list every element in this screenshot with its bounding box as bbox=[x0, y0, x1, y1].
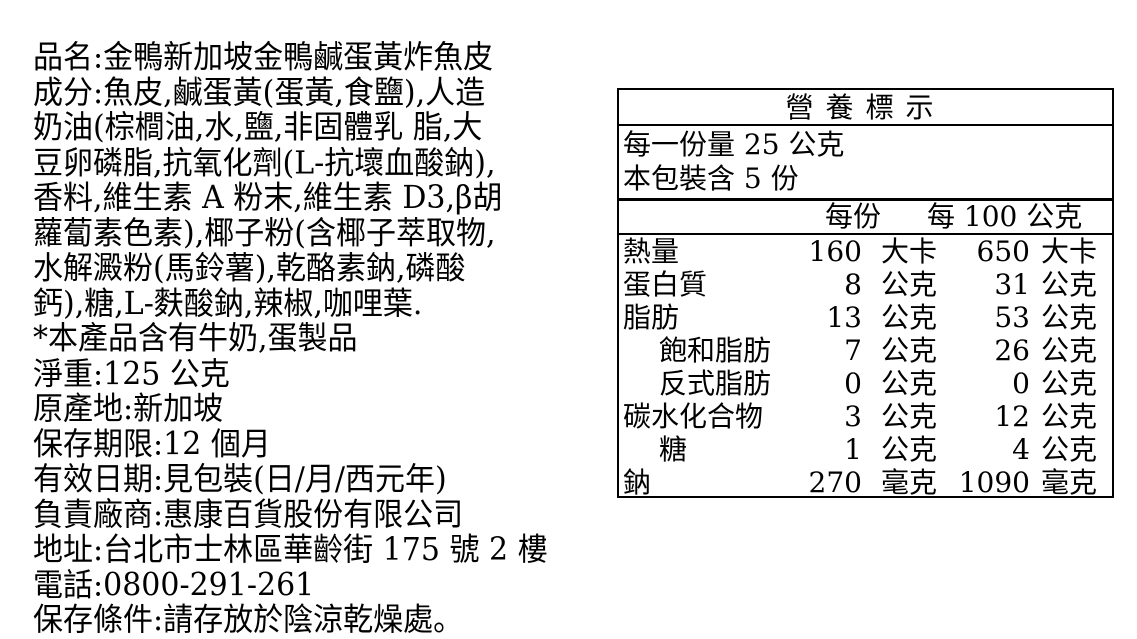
nutrient-row: 鈉 270 毫克 1090 毫克 bbox=[619, 466, 1112, 500]
nutrient-row: 熱量 160 大卡 650 大卡 bbox=[619, 235, 1112, 269]
info-line: 鈣),糖,L-麩酸鈉,辣椒,咖哩葉. bbox=[33, 285, 423, 322]
per-serving-value: 8 bbox=[844, 268, 862, 301]
col2-header: 每 100 公克 bbox=[927, 200, 1083, 233]
col1-header: 每份 bbox=[825, 200, 882, 233]
per-100g-value: 31 bbox=[994, 268, 1030, 301]
nutrient-row: 糖 1 公克 4 公克 bbox=[619, 433, 1112, 467]
per-serving-unit: 公克 bbox=[881, 400, 938, 433]
nutrient-row: 碳水化合物 3 公克 12 公克 bbox=[619, 400, 1112, 434]
info-line: 原產地:新加坡 bbox=[33, 390, 224, 428]
per-serving-value: 7 bbox=[844, 334, 862, 367]
nutrient-name: 糖 bbox=[659, 433, 688, 466]
nutrient-row: 反式脂肪 0 公克 0 公克 bbox=[619, 367, 1112, 401]
title-divider bbox=[619, 124, 1112, 126]
nutrient-row: 蛋白質 8 公克 31 公克 bbox=[619, 268, 1112, 302]
per-serving-value: 13 bbox=[826, 301, 862, 334]
per-100g-value: 12 bbox=[994, 400, 1030, 433]
nutrient-name: 鈉 bbox=[623, 466, 652, 499]
info-line: 地址:台北市士林區華齡街 175 號 2 樓 bbox=[33, 531, 548, 569]
per-serving-unit: 毫克 bbox=[881, 466, 938, 499]
per-100g-unit: 公克 bbox=[1041, 367, 1098, 400]
per-serving-unit: 公克 bbox=[881, 268, 938, 301]
nutrient-name: 脂肪 bbox=[623, 301, 680, 334]
per-100g-value: 4 bbox=[1012, 433, 1030, 466]
per-100g-unit: 公克 bbox=[1041, 268, 1098, 301]
per-serving-unit: 公克 bbox=[881, 334, 938, 367]
per-serving-value: 0 bbox=[844, 367, 862, 400]
per-100g-unit: 毫克 bbox=[1041, 466, 1098, 499]
info-line: 水解澱粉(馬鈴薯),乾酪素鈉,磷酸 bbox=[33, 249, 466, 287]
info-line: 蘿蔔素色素),椰子粉(含椰子萃取物, bbox=[33, 214, 496, 252]
per-100g-value: 1090 bbox=[958, 466, 1030, 499]
per-100g-value: 0 bbox=[1012, 367, 1030, 400]
per-serving-unit: 公克 bbox=[881, 367, 938, 400]
info-line: 成分:魚皮,鹹蛋黃(蛋黃,食鹽),人造 bbox=[33, 74, 486, 111]
per-serving-value: 270 bbox=[808, 466, 862, 499]
nutrient-name: 飽和脂肪 bbox=[659, 334, 772, 367]
info-line: 奶油(棕櫚油,水,鹽,非固體乳 脂,大 bbox=[33, 109, 483, 147]
product-info-block: 品名:金鴨新加坡金鴨鹹蛋黃炸魚皮成分:魚皮,鹹蛋黃(蛋黃,食鹽),人造奶油(棕櫚… bbox=[33, 40, 633, 638]
per-100g-unit: 公克 bbox=[1041, 301, 1098, 334]
serving-divider bbox=[619, 198, 1112, 201]
info-line: 豆卵磷脂,抗氧化劑(L-抗壞血酸鈉), bbox=[33, 144, 496, 182]
per-100g-unit: 公克 bbox=[1041, 400, 1098, 433]
serving-size: 每一份量 25 公克 bbox=[623, 128, 845, 161]
nutrition-facts-panel: 營養標示 每一份量 25 公克 本包裝含 5 份 每份 每 100 公克 熱量 1… bbox=[617, 88, 1114, 500]
info-line: 品名:金鴨新加坡金鴨鹹蛋黃炸魚皮 bbox=[33, 38, 494, 76]
info-line: 香料,維生素 A 粉末,維生素 D3,β胡 bbox=[33, 179, 503, 217]
info-line: 電話:0800-291-261 bbox=[33, 566, 315, 604]
per-100g-value: 26 bbox=[994, 334, 1030, 367]
per-serving-unit: 大卡 bbox=[881, 235, 938, 268]
per-serving-value: 160 bbox=[808, 235, 862, 268]
nutrient-name: 反式脂肪 bbox=[659, 367, 772, 400]
nutrient-name: 碳水化合物 bbox=[623, 400, 764, 433]
servings-per-package: 本包裝含 5 份 bbox=[623, 162, 799, 195]
per-100g-unit: 公克 bbox=[1041, 334, 1098, 367]
info-line: 淨重:125 公克 bbox=[33, 355, 230, 393]
per-serving-unit: 公克 bbox=[881, 433, 938, 466]
per-100g-unit: 大卡 bbox=[1041, 235, 1098, 268]
info-line: 保存期限:12 個月 bbox=[33, 425, 271, 463]
nutrition-title: 營養標示 bbox=[785, 91, 946, 124]
per-100g-unit: 公克 bbox=[1041, 433, 1098, 466]
info-line: 有效日期:見包裝(日/月/西元年) bbox=[33, 461, 447, 498]
nutrient-name: 熱量 bbox=[623, 235, 680, 268]
nutrient-row: 飽和脂肪 7 公克 26 公克 bbox=[619, 334, 1112, 368]
nutrient-row: 脂肪 13 公克 53 公克 bbox=[619, 301, 1112, 335]
info-line: 保存條件:請存放於陰涼乾燥處。 bbox=[33, 601, 464, 639]
per-serving-unit: 公克 bbox=[881, 301, 938, 334]
per-serving-value: 3 bbox=[844, 400, 862, 433]
per-100g-value: 53 bbox=[994, 301, 1030, 334]
header-divider bbox=[619, 233, 1112, 235]
info-line: 負責廠商:惠康百貨股份有限公司 bbox=[33, 496, 464, 533]
nutrient-name: 蛋白質 bbox=[623, 268, 708, 301]
per-serving-value: 1 bbox=[844, 433, 862, 466]
info-line: *本產品含有牛奶,蛋製品 bbox=[33, 320, 358, 358]
per-100g-value: 650 bbox=[976, 235, 1030, 268]
